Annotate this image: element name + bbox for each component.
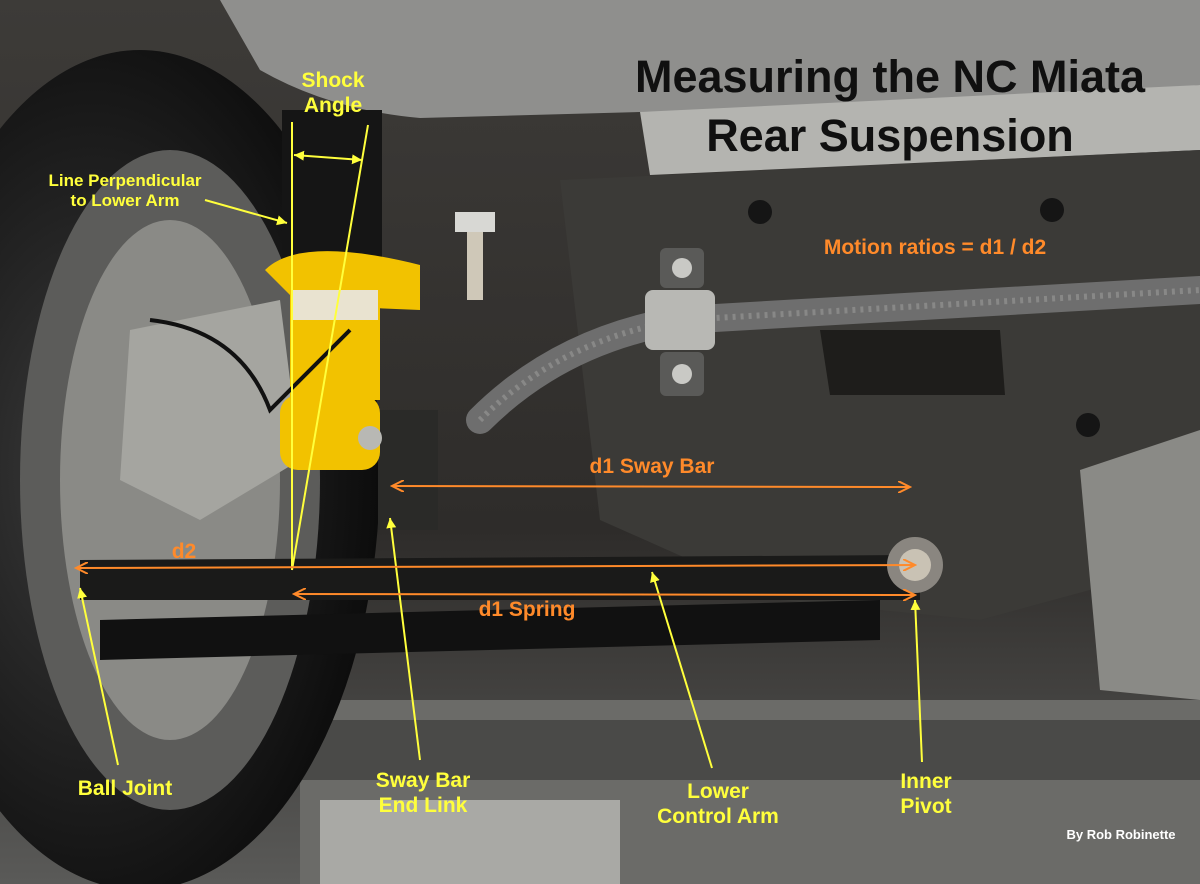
control-arm-line-2: Control Arm xyxy=(657,805,779,829)
d1-sway-bar-arrow xyxy=(392,486,910,487)
d1-sway-bar-label: d1 Sway Bar xyxy=(589,455,715,478)
shock-axis-line xyxy=(291,124,369,571)
d2-label: d2 xyxy=(171,540,197,563)
sway-bar-bushing xyxy=(645,290,715,350)
perpendicular-label: Line Perpendicular to Lower Arm xyxy=(20,171,230,212)
ball-joint-pointer xyxy=(77,587,119,766)
end-link-line-2: End Link xyxy=(378,794,468,818)
credit: By Rob Robinette xyxy=(1066,827,1176,842)
inner-pivot-line-1: Inner xyxy=(900,770,952,793)
shock-bushing xyxy=(280,395,380,470)
inner-pivot-line-2: Pivot xyxy=(900,795,952,819)
title: Measuring the NC Miata Rear Suspension xyxy=(585,48,1195,165)
d1-spring-label: d1 Spring xyxy=(478,598,576,621)
title-line-2: Rear Suspension xyxy=(706,109,1074,161)
shock-angle-arrow xyxy=(293,150,363,165)
body-panel xyxy=(220,0,1200,118)
lower-control-arm-label: Lower Control Arm xyxy=(640,779,796,829)
shock-body xyxy=(290,270,380,400)
control-arm-pointer xyxy=(650,571,713,769)
bolt xyxy=(467,230,483,300)
shock-angle-line-2: Angle xyxy=(303,94,363,118)
control-arm-line-1: Lower xyxy=(687,780,749,803)
differential xyxy=(1080,430,1200,700)
d2-arrow xyxy=(76,565,915,568)
end-link-line-1: Sway Bar xyxy=(375,769,471,792)
perpendicular-line-1: Line Perpendicular xyxy=(48,171,202,190)
perpendicular-pointer xyxy=(204,199,288,226)
inner-pivot-label: Inner Pivot xyxy=(880,769,972,819)
shock-angle-label: Shock Angle xyxy=(280,68,386,118)
shock-angle-line-1: Shock xyxy=(301,69,365,92)
sway-bar-end-link-label: Sway Bar End Link xyxy=(355,768,491,818)
subframe-hole xyxy=(820,330,1005,395)
end-link xyxy=(378,410,438,530)
ball-joint-label: Ball Joint xyxy=(77,777,173,800)
end-link-pointer xyxy=(386,517,421,761)
knuckle xyxy=(120,300,300,520)
d1-spring-arrow xyxy=(294,594,915,595)
perpendicular-line-2: to Lower Arm xyxy=(70,191,180,211)
motion-ratio-label: Motion ratios = d1 / d2 xyxy=(823,236,1047,259)
frame-rail xyxy=(640,85,1200,175)
inner-pivot-pointer xyxy=(910,599,923,763)
title-line-1: Measuring the NC Miata xyxy=(634,51,1146,102)
